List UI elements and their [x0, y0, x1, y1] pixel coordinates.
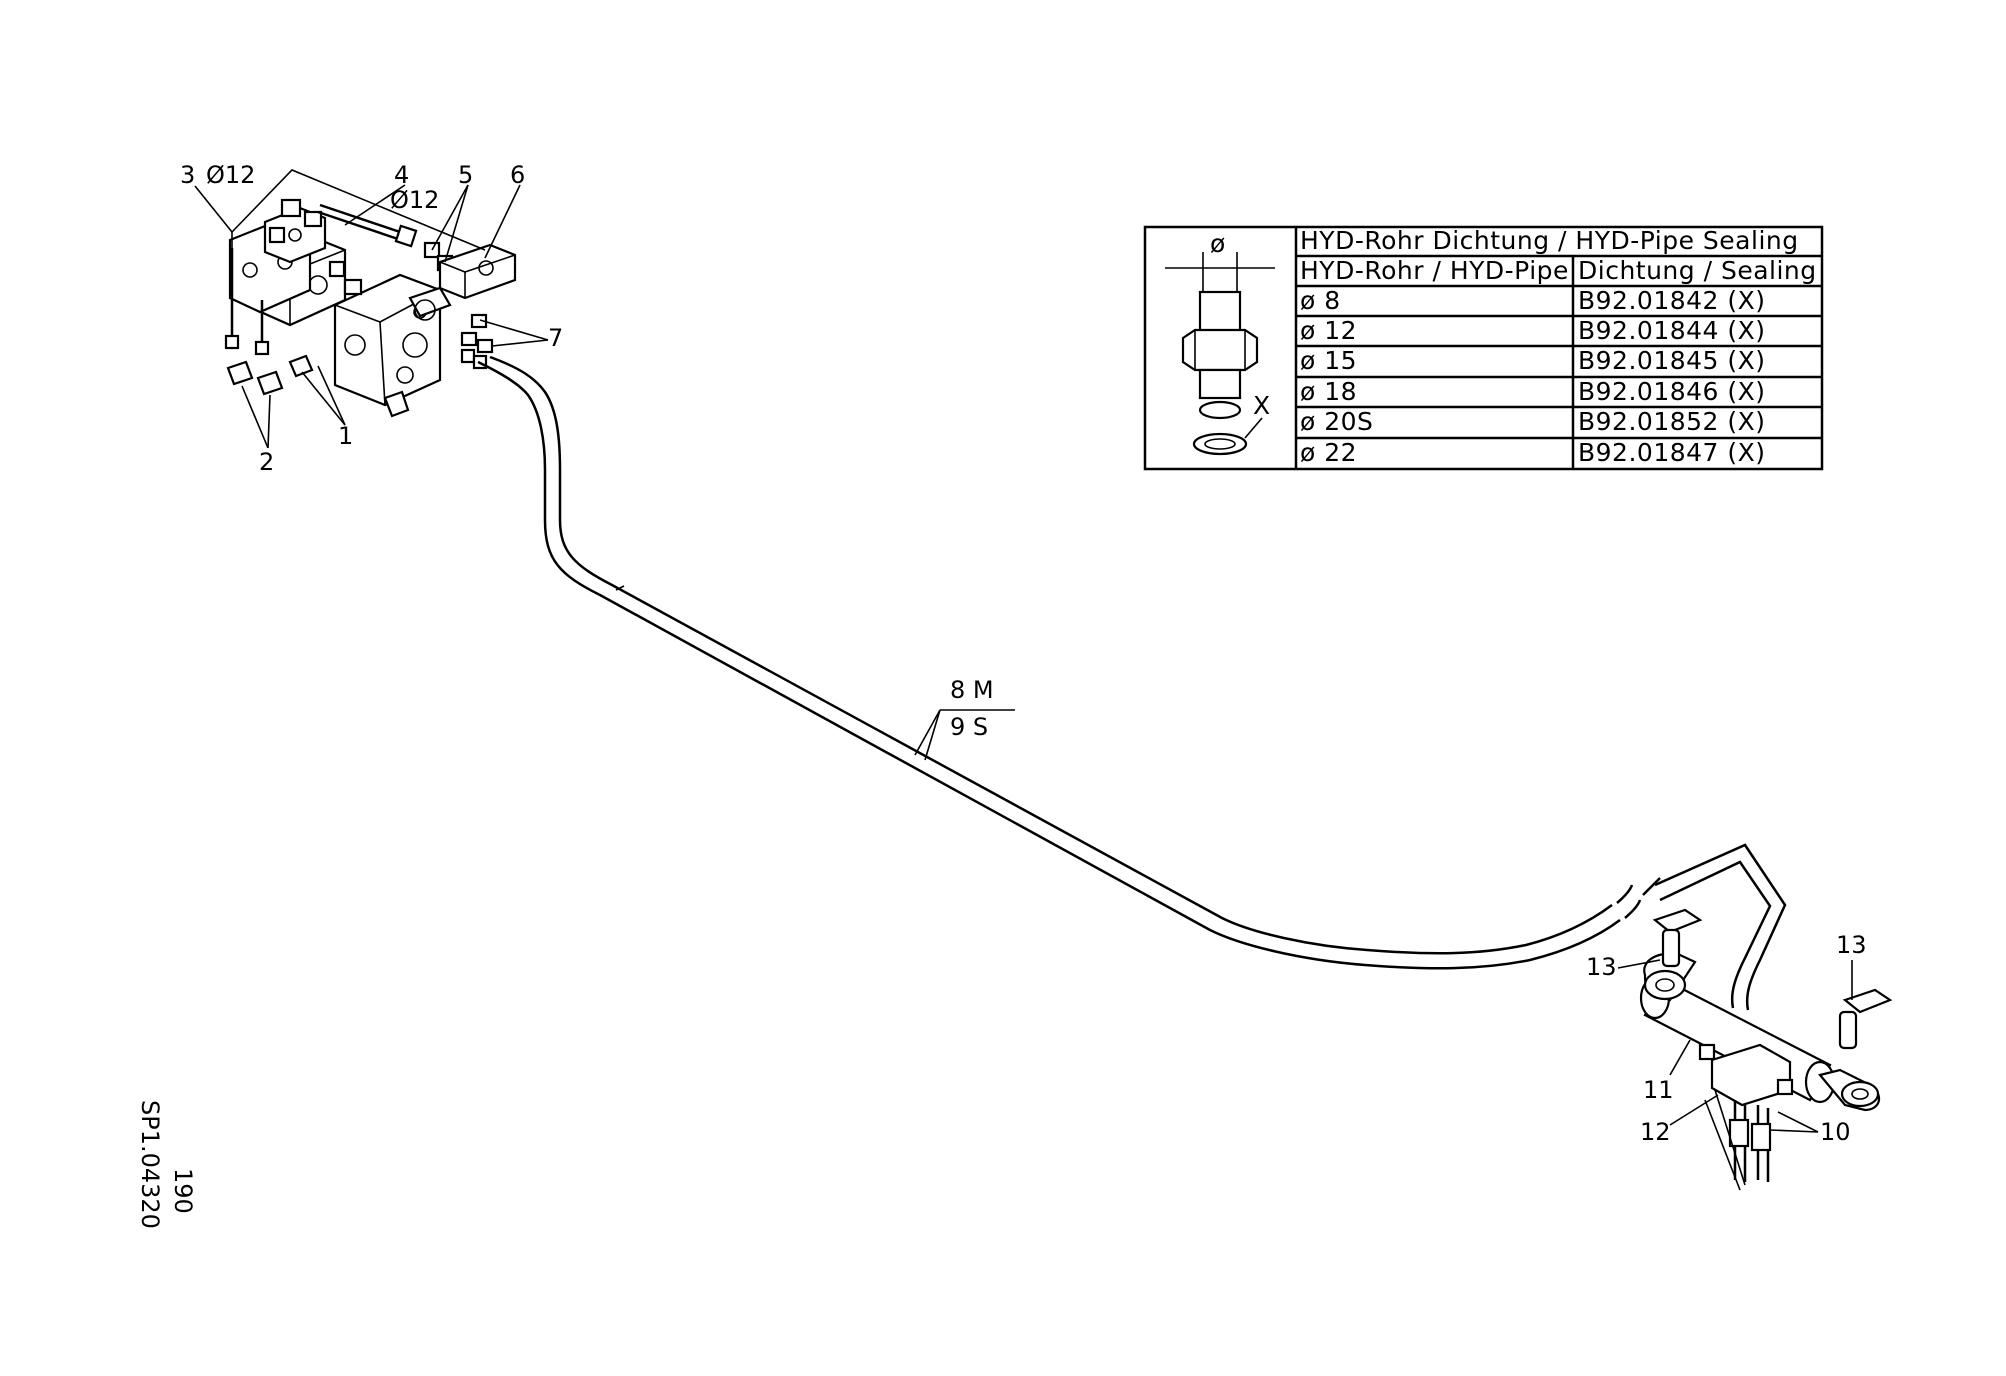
valve-block-assembly: [224, 198, 517, 418]
row-pipe-5: ø 22: [1300, 438, 1357, 467]
pipe-sealing-detail: [1165, 252, 1275, 456]
callout-12: 12: [1640, 1118, 1671, 1146]
header-pipe: HYD-Rohr / HYD-Pipe: [1300, 256, 1569, 285]
hydraulic-hose-lines: [477, 355, 1787, 1011]
row-pipe-1: ø 12: [1300, 316, 1357, 345]
callout-labels: 3 Ø12 4 Ø12 5 6 7 1 2 8 M 9 S 13 13 11 1…: [180, 161, 1867, 1146]
row-pipe-0: ø 8: [1300, 286, 1341, 315]
callout-4: 4: [394, 161, 409, 189]
drawing-id: SP1.04320: [136, 1100, 164, 1229]
callout-9: 9 S: [950, 713, 988, 741]
row-seal-4: B92.01852 (X): [1578, 407, 1766, 436]
callout-4-diameter: Ø12: [390, 186, 439, 214]
row-seal-5: B92.01847 (X): [1578, 438, 1766, 467]
header-seal: Dichtung / Sealing: [1578, 256, 1817, 285]
row-pipe-3: ø 18: [1300, 377, 1357, 406]
callout-5: 5: [458, 161, 473, 189]
row-seal-0: B92.01842 (X): [1578, 286, 1766, 315]
row-seal-1: B92.01844 (X): [1578, 316, 1766, 345]
callout-3-diameter: Ø12: [206, 161, 255, 189]
hydraulic-cylinder-assembly: [1639, 908, 1893, 1182]
table-title: HYD-Rohr Dichtung / HYD-Pipe Sealing: [1300, 226, 1799, 255]
detail-label-x: X: [1253, 391, 1271, 420]
callout-8: 8 M: [950, 676, 994, 704]
callout-6: 6: [510, 161, 525, 189]
row-seal-3: B92.01846 (X): [1578, 377, 1766, 406]
callout-11: 11: [1643, 1076, 1674, 1104]
row-seal-2: B92.01845 (X): [1578, 346, 1766, 375]
sealing-table: ø X HYD-Rohr Dichtung / HYD-Pipe Sealing…: [1143, 225, 1824, 471]
callout-13b: 13: [1836, 931, 1867, 959]
callout-13a: 13: [1586, 953, 1617, 981]
callout-7: 7: [548, 324, 563, 352]
drawing-info: SP1.04320 190: [136, 1100, 197, 1229]
callout-10: 10: [1820, 1118, 1851, 1146]
callout-1: 1: [338, 422, 353, 450]
callout-2: 2: [259, 448, 274, 476]
callout-3: 3: [180, 161, 195, 189]
page-number: 190: [169, 1168, 197, 1214]
detail-diameter-symbol: ø: [1210, 229, 1226, 258]
leader-lines: [194, 169, 1853, 1191]
row-pipe-2: ø 15: [1300, 346, 1357, 375]
row-pipe-4: ø 20S: [1300, 407, 1373, 436]
